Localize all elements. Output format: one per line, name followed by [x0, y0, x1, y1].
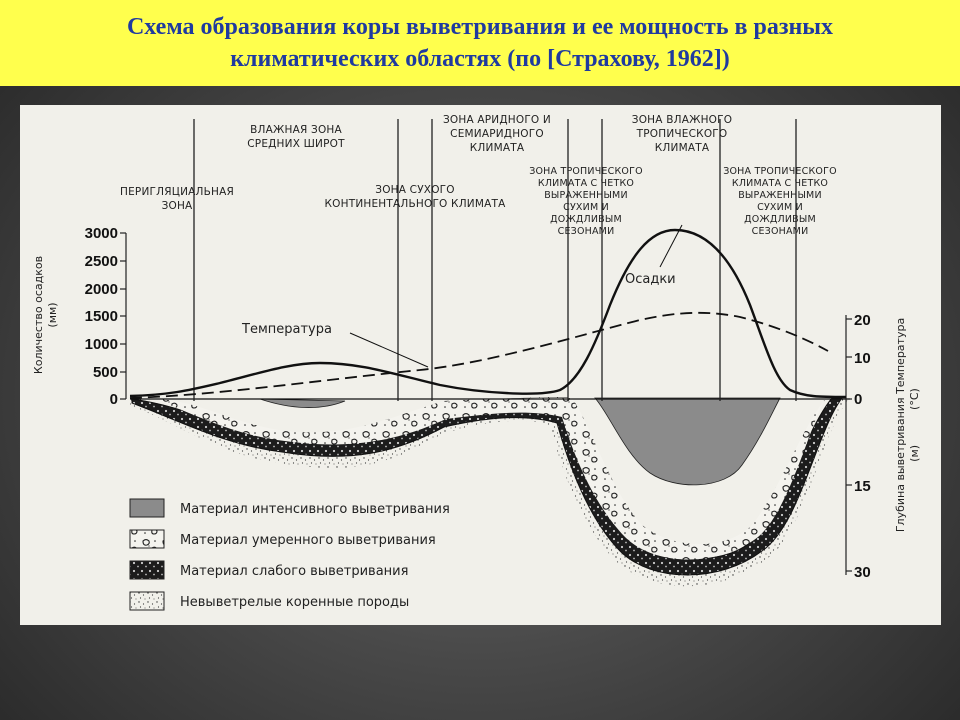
zone-seasonal-left-l2: КЛИМАТА С ЧЕТКО [538, 178, 634, 189]
temperature-label: Температура [241, 322, 332, 337]
legend-swatch-weak [129, 560, 165, 580]
zone-arid-l3: КЛИМАТА [470, 142, 525, 154]
zone-humid-tropical-l1: ЗОНА ВЛАЖНОГО [632, 114, 732, 126]
left-tick-1000: 1000 [85, 336, 118, 353]
left-axis-label-2: (мм) [46, 302, 59, 327]
legend-swatch-intense [129, 498, 165, 518]
left-tick-1500: 1500 [85, 308, 118, 325]
precipitation-leader [659, 224, 683, 268]
weathering-diagram: ВЛАЖНАЯ ЗОНА СРЕДНИХ ШИРОТ ЗОНА АРИДНОГО… [20, 105, 941, 625]
zone-humid-tropical-l2: ТРОПИЧЕСКОГО [636, 128, 728, 140]
layer-moderate [160, 398, 826, 560]
zone-seasonal-left-l4: СУХИМ И [563, 202, 609, 213]
title-bar: Схема образования коры выветривания и ее… [0, 0, 960, 86]
legend-label-intense: Материал интенсивного выветривания [180, 502, 450, 517]
legend: Материал интенсивного выветривания Матер… [129, 498, 450, 611]
layer-intense [259, 397, 781, 486]
zone-humid-tropical-l3: КЛИМАТА [655, 142, 710, 154]
zone-seasonal-right-l5: ДОЖДЛИВЫМ [744, 214, 816, 225]
right-tick-0: 0 [854, 391, 862, 408]
zone-humid-midlat-l2: СРЕДНИХ ШИРОТ [247, 138, 345, 150]
left-tick-2500: 2500 [85, 253, 118, 270]
zone-seasonal-right-l3: ВЫРАЖЕННЫМИ [738, 190, 822, 201]
zone-seasonal-right-l4: СУХИМ И [757, 202, 803, 213]
right-tick-15: 15 [854, 478, 871, 495]
temperature-leader [349, 332, 429, 368]
legend-label-weak: Материал слабого выветривания [180, 564, 408, 579]
diagram-svg: ВЛАЖНАЯ ЗОНА СРЕДНИХ ШИРОТ ЗОНА АРИДНОГО… [32, 114, 921, 611]
zone-periglacial-l1: ПЕРИГЛЯЦИАЛЬНАЯ [120, 186, 234, 198]
zone-periglacial-l2: ЗОНА [162, 200, 193, 212]
weathering-profile [130, 397, 850, 587]
right-axis-label-1: Глубина выветривания Температура [894, 318, 907, 532]
precipitation-label: Осадки [625, 272, 676, 287]
zone-boundaries [193, 119, 797, 401]
zone-seasonal-left-l5: ДОЖДЛИВЫМ [550, 214, 622, 225]
legend-swatch-moderate [129, 529, 165, 549]
right-axis: 20 10 0 15 30 Глубина выветривания Темпе… [845, 312, 921, 581]
left-tick-2000: 2000 [85, 281, 118, 298]
zone-seasonal-right-l2: КЛИМАТА С ЧЕТКО [732, 178, 828, 189]
left-axis-label-1: Количество осадков [32, 256, 45, 374]
precipitation-curve [129, 228, 847, 399]
zone-seasonal-left-l6: СЕЗОНАМИ [558, 226, 615, 237]
title-line-1: Схема образования коры выветривания и ее… [126, 14, 834, 40]
zone-seasonal-right-l6: СЕЗОНАМИ [752, 226, 809, 237]
right-tick-30: 30 [854, 564, 871, 581]
right-axis-label-2: (м) (°C) [908, 388, 921, 462]
zone-dry-continental-l1: ЗОНА СУХОГО [375, 184, 454, 196]
right-tick-10: 10 [854, 350, 871, 367]
title-line-2: климатических областях (по [Страхову, 19… [230, 46, 730, 72]
temperature-curve [129, 311, 829, 399]
legend-label-moderate: Материал умеренного выветривания [180, 533, 436, 548]
left-tick-0: 0 [110, 391, 118, 408]
zone-humid-midlat-l1: ВЛАЖНАЯ ЗОНА [250, 124, 342, 136]
right-tick-20: 20 [854, 312, 871, 329]
zone-seasonal-left: ЗОНА ТРОПИЧЕСКОГО КЛИМАТА С ЧЕТКО ВЫРАЖЕ… [529, 166, 643, 237]
zone-arid-l2: СЕМИАРИДНОГО [450, 128, 544, 140]
zone-arid-l1: ЗОНА АРИДНОГО И [443, 114, 551, 126]
zone-dry-continental-l2: КОНТИНЕНТАЛЬНОГО КЛИМАТА [324, 198, 506, 210]
left-tick-500: 500 [93, 364, 118, 381]
zone-seasonal-left-l1: ЗОНА ТРОПИЧЕСКОГО [529, 166, 643, 177]
zone-seasonal-left-l3: ВЫРАЖЕННЫМИ [544, 190, 628, 201]
left-tick-3000: 3000 [85, 225, 118, 242]
legend-swatch-bedrock [129, 591, 165, 611]
zone-seasonal-right: ЗОНА ТРОПИЧЕСКОГО КЛИМАТА С ЧЕТКО ВЫРАЖЕ… [723, 166, 837, 237]
legend-label-bedrock: Невыветрелые коренные породы [180, 595, 409, 610]
left-axis: 3000 2500 2000 1500 1000 500 0 Количеств… [32, 225, 127, 408]
zone-seasonal-right-l1: ЗОНА ТРОПИЧЕСКОГО [723, 166, 837, 177]
zone-labels: ВЛАЖНАЯ ЗОНА СРЕДНИХ ШИРОТ ЗОНА АРИДНОГО… [120, 114, 837, 237]
